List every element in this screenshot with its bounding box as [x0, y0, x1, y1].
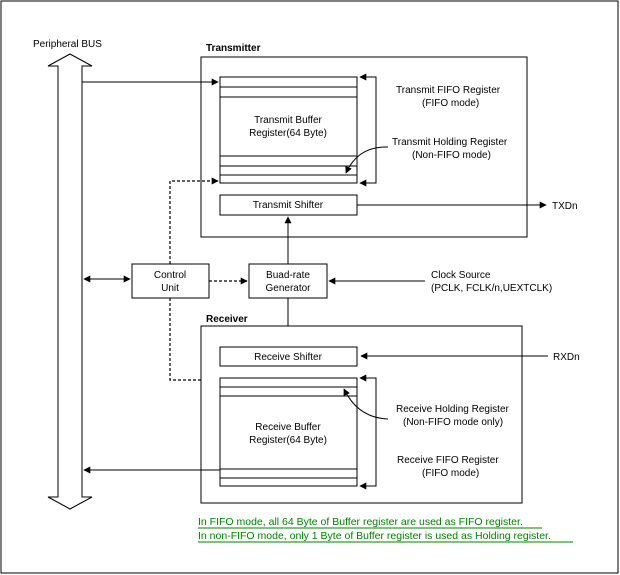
- receiver-title: Receiver: [206, 314, 248, 325]
- baud-rate-label-2: Generator: [265, 283, 311, 294]
- receive-shifter-label: Receive Shifter: [254, 352, 322, 363]
- note-line-2: In non-FIFO mode, only 1 Byte of Buffer …: [198, 530, 551, 542]
- receive-fifo-label-1: Receive FIFO Register: [397, 455, 499, 466]
- note-line-1: In FIFO mode, all 64 Byte of Buffer regi…: [198, 516, 523, 528]
- receive-holding-pointer: [343, 388, 389, 420]
- control-to-receiver-arrow: [169, 298, 219, 384]
- control-unit-label-2: Unit: [161, 283, 179, 294]
- rxd-label: RXDn: [553, 352, 580, 363]
- transmit-buffer-label-1: Transmit Buffer: [254, 115, 322, 126]
- transmit-buffer-register: [219, 76, 358, 184]
- baud-rate-generator: [248, 263, 328, 299]
- control-to-transmitter-arrow: [169, 177, 219, 264]
- transmit-shifter-label: Transmit Shifter: [253, 200, 324, 211]
- receive-fifo-label-2: (FIFO mode): [422, 468, 479, 479]
- bus-label: Peripheral BUS: [33, 39, 102, 50]
- receive-buffer-label-1: Receive Buffer: [255, 422, 321, 433]
- clock-source-label-1: Clock Source: [431, 270, 491, 281]
- transmit-holding-pointer: [345, 146, 389, 174]
- control-unit-label-1: Control: [154, 270, 186, 281]
- transmit-holding-label-2: (Non-FIFO mode): [412, 150, 491, 161]
- transmit-fifo-label-2: (FIFO mode): [422, 98, 479, 109]
- receive-fifo-bracket: [359, 374, 377, 490]
- transmitter-title: Transmitter: [206, 43, 261, 54]
- clock-source-label-2: (PCLK, FCLK/n,UEXTCLK): [431, 283, 552, 294]
- transmit-fifo-label-1: Transmit FIFO Register: [396, 85, 501, 96]
- receive-shifter: [219, 346, 358, 367]
- receive-buffer-label-2: Register(64 Byte): [249, 435, 327, 446]
- transmit-fifo-bracket: [359, 73, 377, 187]
- peripheral-bus-arrow: [47, 53, 93, 510]
- transmit-buffer-label-2: Register(64 Byte): [249, 128, 327, 139]
- txd-label: TXDn: [552, 201, 578, 212]
- receive-holding-label-1: Receive Holding Register: [396, 404, 510, 415]
- transmit-holding-label-1: Transmit Holding Register: [392, 137, 508, 148]
- baud-rate-label-1: Buad-rate: [266, 270, 310, 281]
- receive-holding-label-2: (Non-FIFO mode only): [403, 417, 503, 428]
